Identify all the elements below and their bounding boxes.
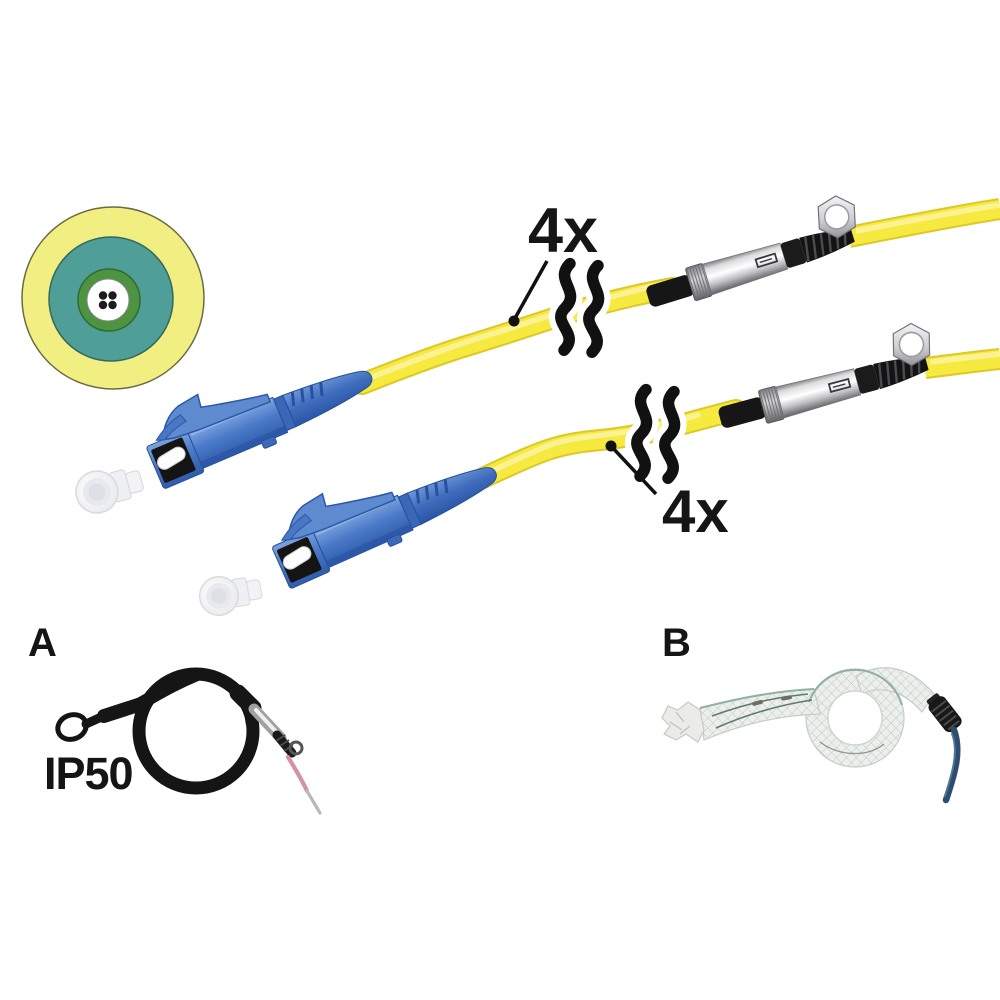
cable-1-end-highlight: [855, 202, 1000, 234]
pulling-grip-2: [706, 313, 945, 437]
pink-fiber: [285, 754, 310, 794]
pulling-grip-1: [633, 185, 871, 316]
sock-cable: [942, 726, 961, 804]
break-symbol-2a: [633, 390, 652, 477]
label-b: B: [662, 621, 691, 665]
label-4x-bottom: 4x: [662, 478, 729, 545]
lc-connector-2: [258, 424, 508, 593]
inner-fiber-3: [819, 741, 885, 755]
mini-ring: [288, 740, 304, 756]
sock-boot: [926, 693, 962, 733]
cable-1-highlight: [369, 281, 667, 380]
sock-loop-edge: [808, 668, 903, 706]
fiber-crimp-1: [752, 699, 763, 706]
break-symbol-2b: [661, 392, 680, 479]
cable-cross-section: [21, 206, 205, 390]
label-a: A: [28, 621, 57, 665]
mesh-pulling-sock: [661, 667, 935, 768]
ferrule-tube-highlight: [254, 708, 281, 737]
coil-tail-left: [129, 668, 203, 713]
fiber-dots: [98, 291, 117, 310]
sock-cable-highlight: [944, 733, 956, 797]
cable-1-end-jacket: [847, 200, 1000, 246]
detail-b: B: [661, 621, 962, 804]
break-symbol-1b: [585, 266, 604, 353]
cable-1-end: [846, 198, 1000, 248]
dust-cap-2: [195, 568, 265, 620]
break-symbol-1a: [557, 264, 576, 351]
callout-dot-2: [605, 440, 617, 452]
callout-dot-1: [508, 315, 520, 327]
cable-2-highlight: [489, 412, 701, 474]
callout-line-2: [609, 444, 658, 496]
sock-boot-body: [928, 696, 962, 733]
sock-knot: [661, 701, 705, 743]
sock-boot-ribs: [931, 699, 960, 731]
sock-tube-edge: [699, 688, 815, 709]
knot-folds: [669, 711, 691, 735]
callout-line-1: [512, 260, 549, 321]
fiber-crimp-2: [781, 695, 792, 701]
sock-loop-hole: [827, 690, 883, 746]
inner-fiber-2: [715, 699, 813, 729]
fiber-tip: [305, 789, 322, 815]
center-tube: [86, 278, 130, 322]
cable-assembly-1: 4x: [133, 185, 1000, 493]
sock-boot-cap: [926, 693, 941, 706]
cable-2-end-jacket: [923, 350, 1000, 377]
dust-cap-1: [70, 459, 148, 519]
inner-fiber-1: [711, 693, 809, 717]
detail-a: A IP50: [28, 621, 322, 815]
label-ip50: IP50: [44, 748, 133, 799]
cable-1-jacket: [353, 279, 681, 393]
cable-assembly-2: 4x: [258, 313, 1000, 593]
cable-2-end-highlight: [929, 351, 1000, 365]
cable-2-end: [923, 348, 1000, 379]
cable-1: [351, 277, 683, 395]
label-4x-top: 4x: [528, 196, 598, 266]
